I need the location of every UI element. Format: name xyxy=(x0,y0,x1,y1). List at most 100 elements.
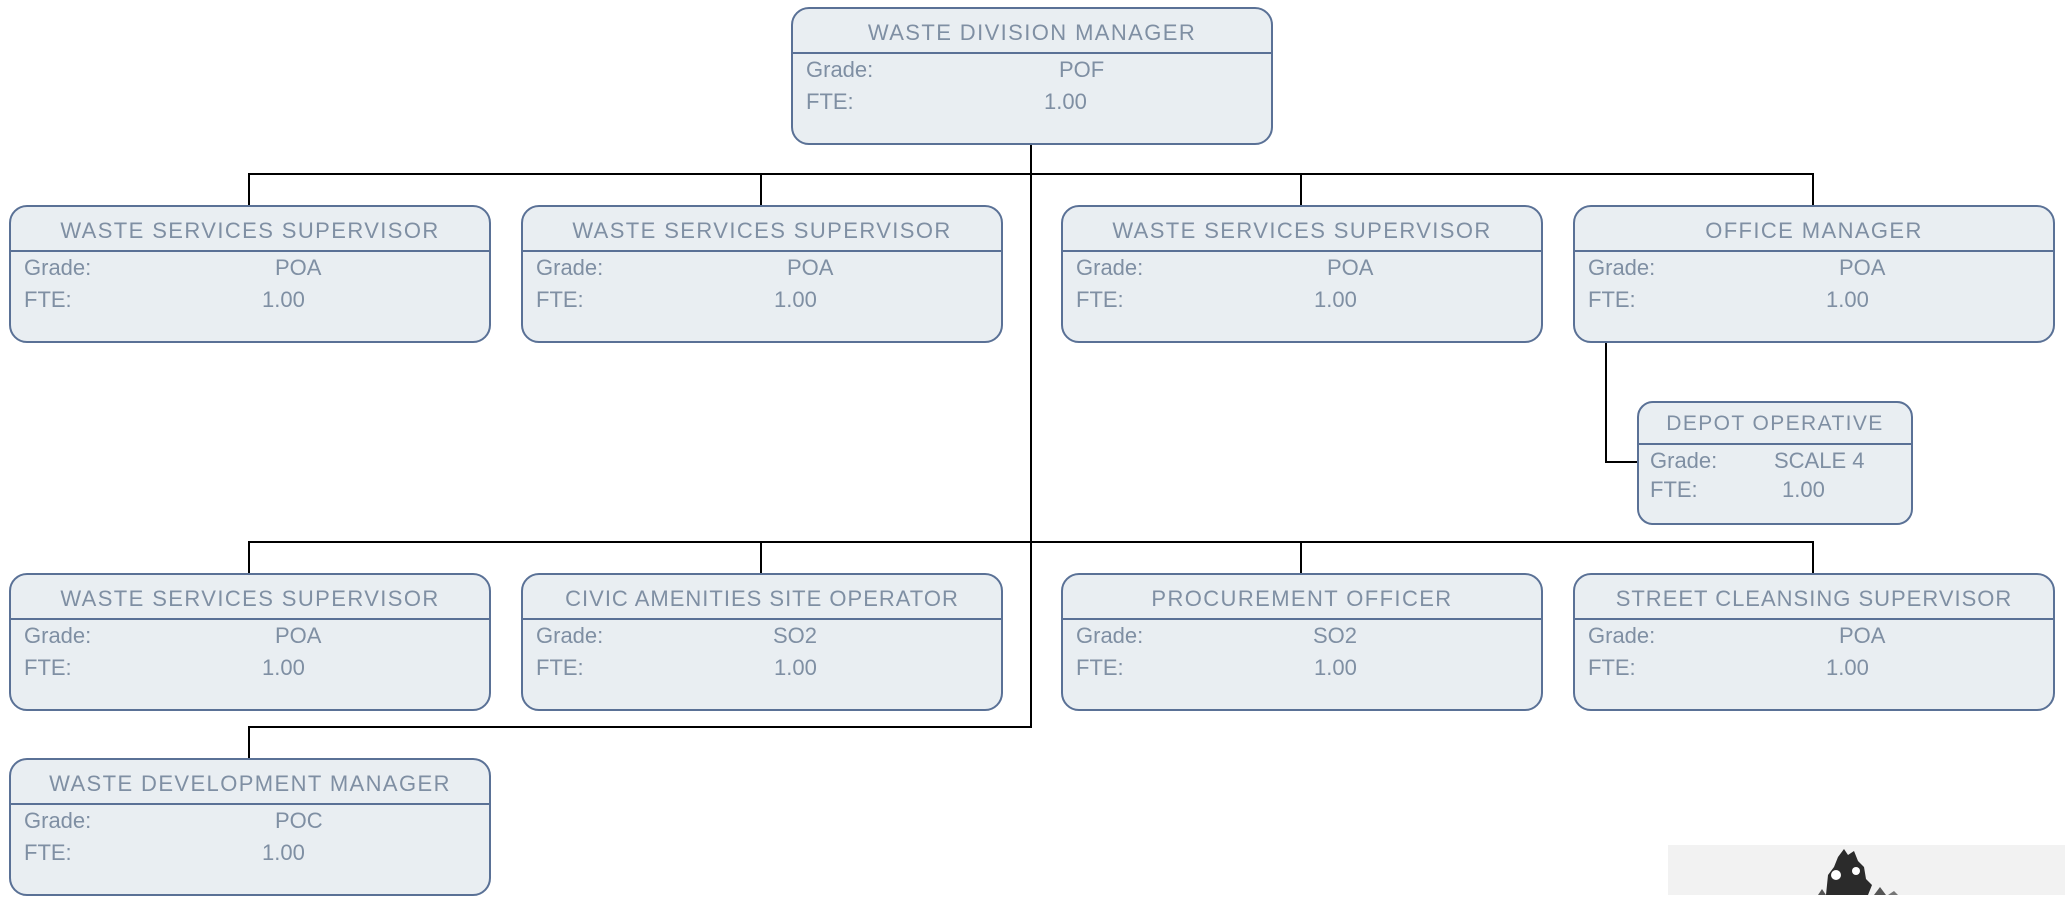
node-title: WASTE SERVICES SUPERVISOR xyxy=(11,207,489,252)
connector-bottom-drop-2 xyxy=(760,541,762,573)
grade-label: Grade: xyxy=(536,623,604,648)
grade-label: Grade: xyxy=(24,255,92,280)
fte-label: FTE: xyxy=(1650,477,1698,502)
node-civic-amenities-site-operator: CIVIC AMENITIES SITE OPERATOR Grade:SO2 … xyxy=(521,573,1003,711)
node-title: WASTE SERVICES SUPERVISOR xyxy=(1063,207,1541,252)
node-depot-operative: DEPOT OPERATIVE Grade: SCALE 4 FTE: 1.00 xyxy=(1637,401,1913,525)
connector-top-drop-3 xyxy=(1300,173,1302,205)
node-waste-services-supervisor: WASTE SERVICES SUPERVISOR Grade: POA FTE:… xyxy=(521,205,1003,343)
fte-row: FTE: 1.00 xyxy=(1575,652,2053,684)
fte-label: FTE: xyxy=(536,287,584,312)
node-title: WASTE DIVISION MANAGER xyxy=(793,9,1271,54)
connector-top-bus xyxy=(248,173,1814,175)
node-title: WASTE DEVELOPMENT MANAGER xyxy=(11,760,489,805)
fte-label: FTE: xyxy=(536,655,584,680)
connector-bottom-drop-3 xyxy=(1300,541,1302,573)
grade-label: Grade: xyxy=(1650,448,1718,473)
fte-value: 1.00 xyxy=(1826,287,1869,312)
node-waste-services-supervisor: WASTE SERVICES SUPERVISOR Grade:POA FTE:… xyxy=(1061,205,1543,343)
node-title: STREET CLEANSING SUPERVISOR xyxy=(1575,575,2053,620)
grade-label: Grade: xyxy=(24,623,92,648)
fte-value: 1.00 xyxy=(774,287,817,312)
fte-row: FTE: 1.00 xyxy=(1063,284,1541,316)
fte-row: FTE: 1.00 xyxy=(1063,652,1541,684)
fte-label: FTE: xyxy=(24,287,72,312)
connector-office-down xyxy=(1605,341,1607,463)
fte-label: FTE: xyxy=(1076,287,1124,312)
fte-value: 1.00 xyxy=(262,655,305,680)
node-title: CIVIC AMENITIES SITE OPERATOR xyxy=(523,575,1001,620)
fte-value: 1.00 xyxy=(1044,89,1087,114)
fte-row: FTE: 1.00 xyxy=(523,652,1001,684)
fte-value: 1.00 xyxy=(262,840,305,865)
fte-value: 1.00 xyxy=(1314,655,1357,680)
node-title: WASTE SERVICES SUPERVISOR xyxy=(523,207,1001,252)
fte-value: 1.00 xyxy=(1782,477,1825,502)
grade-row: Grade: POA xyxy=(1575,620,2053,652)
grade-row: Grade: POA xyxy=(1575,252,2053,284)
grade-row: Grade:POA xyxy=(1063,252,1541,284)
grade-value: POA xyxy=(1839,255,1886,280)
grade-value: POC xyxy=(275,808,323,833)
node-waste-development-manager: WASTE DEVELOPMENT MANAGER Grade: POC FTE:… xyxy=(9,758,491,896)
node-waste-services-supervisor: WASTE SERVICES SUPERVISOR Grade: POA FTE:… xyxy=(9,205,491,343)
connector-top-drop-4 xyxy=(1812,173,1814,205)
fte-row: FTE: 1.00 xyxy=(1639,475,1911,505)
grade-label: Grade: xyxy=(1076,623,1144,648)
connector-bottom-bus xyxy=(248,541,1814,543)
grade-row: Grade: POA xyxy=(11,252,489,284)
node-waste-services-supervisor: WASTE SERVICES SUPERVISOR Grade: POA FTE:… xyxy=(9,573,491,711)
node-waste-division-manager: WASTE DIVISION MANAGER Grade:POF FTE: 1.0… xyxy=(791,7,1273,145)
fte-label: FTE: xyxy=(806,89,854,114)
grade-label: Grade: xyxy=(1588,623,1656,648)
fte-value: 1.00 xyxy=(262,287,305,312)
connector-bottom-drop-1 xyxy=(248,541,250,573)
node-title: WASTE SERVICES SUPERVISOR xyxy=(11,575,489,620)
connector-dev-drop xyxy=(248,726,250,758)
grade-label: Grade: xyxy=(24,808,92,833)
grade-label: Grade: xyxy=(536,255,604,280)
connector-top-drop-2 xyxy=(760,173,762,205)
grade-row: Grade: POC xyxy=(11,805,489,837)
node-office-manager: OFFICE MANAGER Grade:POA FTE:1.00 xyxy=(1573,205,2055,343)
crest-logo xyxy=(1668,845,2065,895)
fte-label: FTE: xyxy=(24,840,72,865)
grade-value: POA xyxy=(1327,255,1374,280)
fte-value: 1.00 xyxy=(1314,287,1357,312)
node-street-cleansing-supervisor: STREET CLEANSING SUPERVISOR Grade: POA FT… xyxy=(1573,573,2055,711)
fte-label: FTE: xyxy=(1588,287,1636,312)
grade-value: SCALE 4 xyxy=(1774,448,1865,473)
connector-bottom-drop-4 xyxy=(1812,541,1814,573)
fte-label: FTE: xyxy=(1588,655,1636,680)
grade-value: POF xyxy=(1059,57,1105,82)
connector-dev-bus xyxy=(248,726,1032,728)
fte-label: FTE: xyxy=(24,655,72,680)
fte-value: 1.00 xyxy=(774,655,817,680)
connector-top-drop-1 xyxy=(248,173,250,205)
node-procurement-officer: PROCUREMENT OFFICER Grade: SO2 FTE: 1.00 xyxy=(1061,573,1543,711)
fte-row: FTE: 1.00 xyxy=(11,652,489,684)
connector-trunk xyxy=(1030,145,1032,728)
node-title: PROCUREMENT OFFICER xyxy=(1063,575,1541,620)
fte-row: FTE: 1.00 xyxy=(523,284,1001,316)
fte-label: FTE: xyxy=(1076,655,1124,680)
node-title: DEPOT OPERATIVE xyxy=(1639,403,1911,445)
grade-row: Grade: POA xyxy=(523,252,1001,284)
grade-value: POA xyxy=(1839,623,1886,648)
grade-value: POA xyxy=(787,255,834,280)
fte-row: FTE: 1.00 xyxy=(11,837,489,869)
connector-office-depot xyxy=(1605,461,1637,463)
grade-value: POA xyxy=(275,623,322,648)
grade-value: SO2 xyxy=(1313,623,1358,648)
grade-value: SO2 xyxy=(773,623,818,648)
grade-row: Grade: SO2 xyxy=(523,620,1001,652)
grade-row: Grade:POF xyxy=(793,54,1271,86)
grade-label: Grade: xyxy=(1588,255,1656,280)
crest-icon xyxy=(1818,849,1898,895)
grade-row: Grade: POA xyxy=(11,620,489,652)
grade-value: POA xyxy=(275,255,322,280)
fte-value: 1.00 xyxy=(1826,655,1869,680)
fte-row: FTE: 1.00 xyxy=(1575,284,2053,316)
fte-row: FTE: 1.00 xyxy=(11,284,489,316)
